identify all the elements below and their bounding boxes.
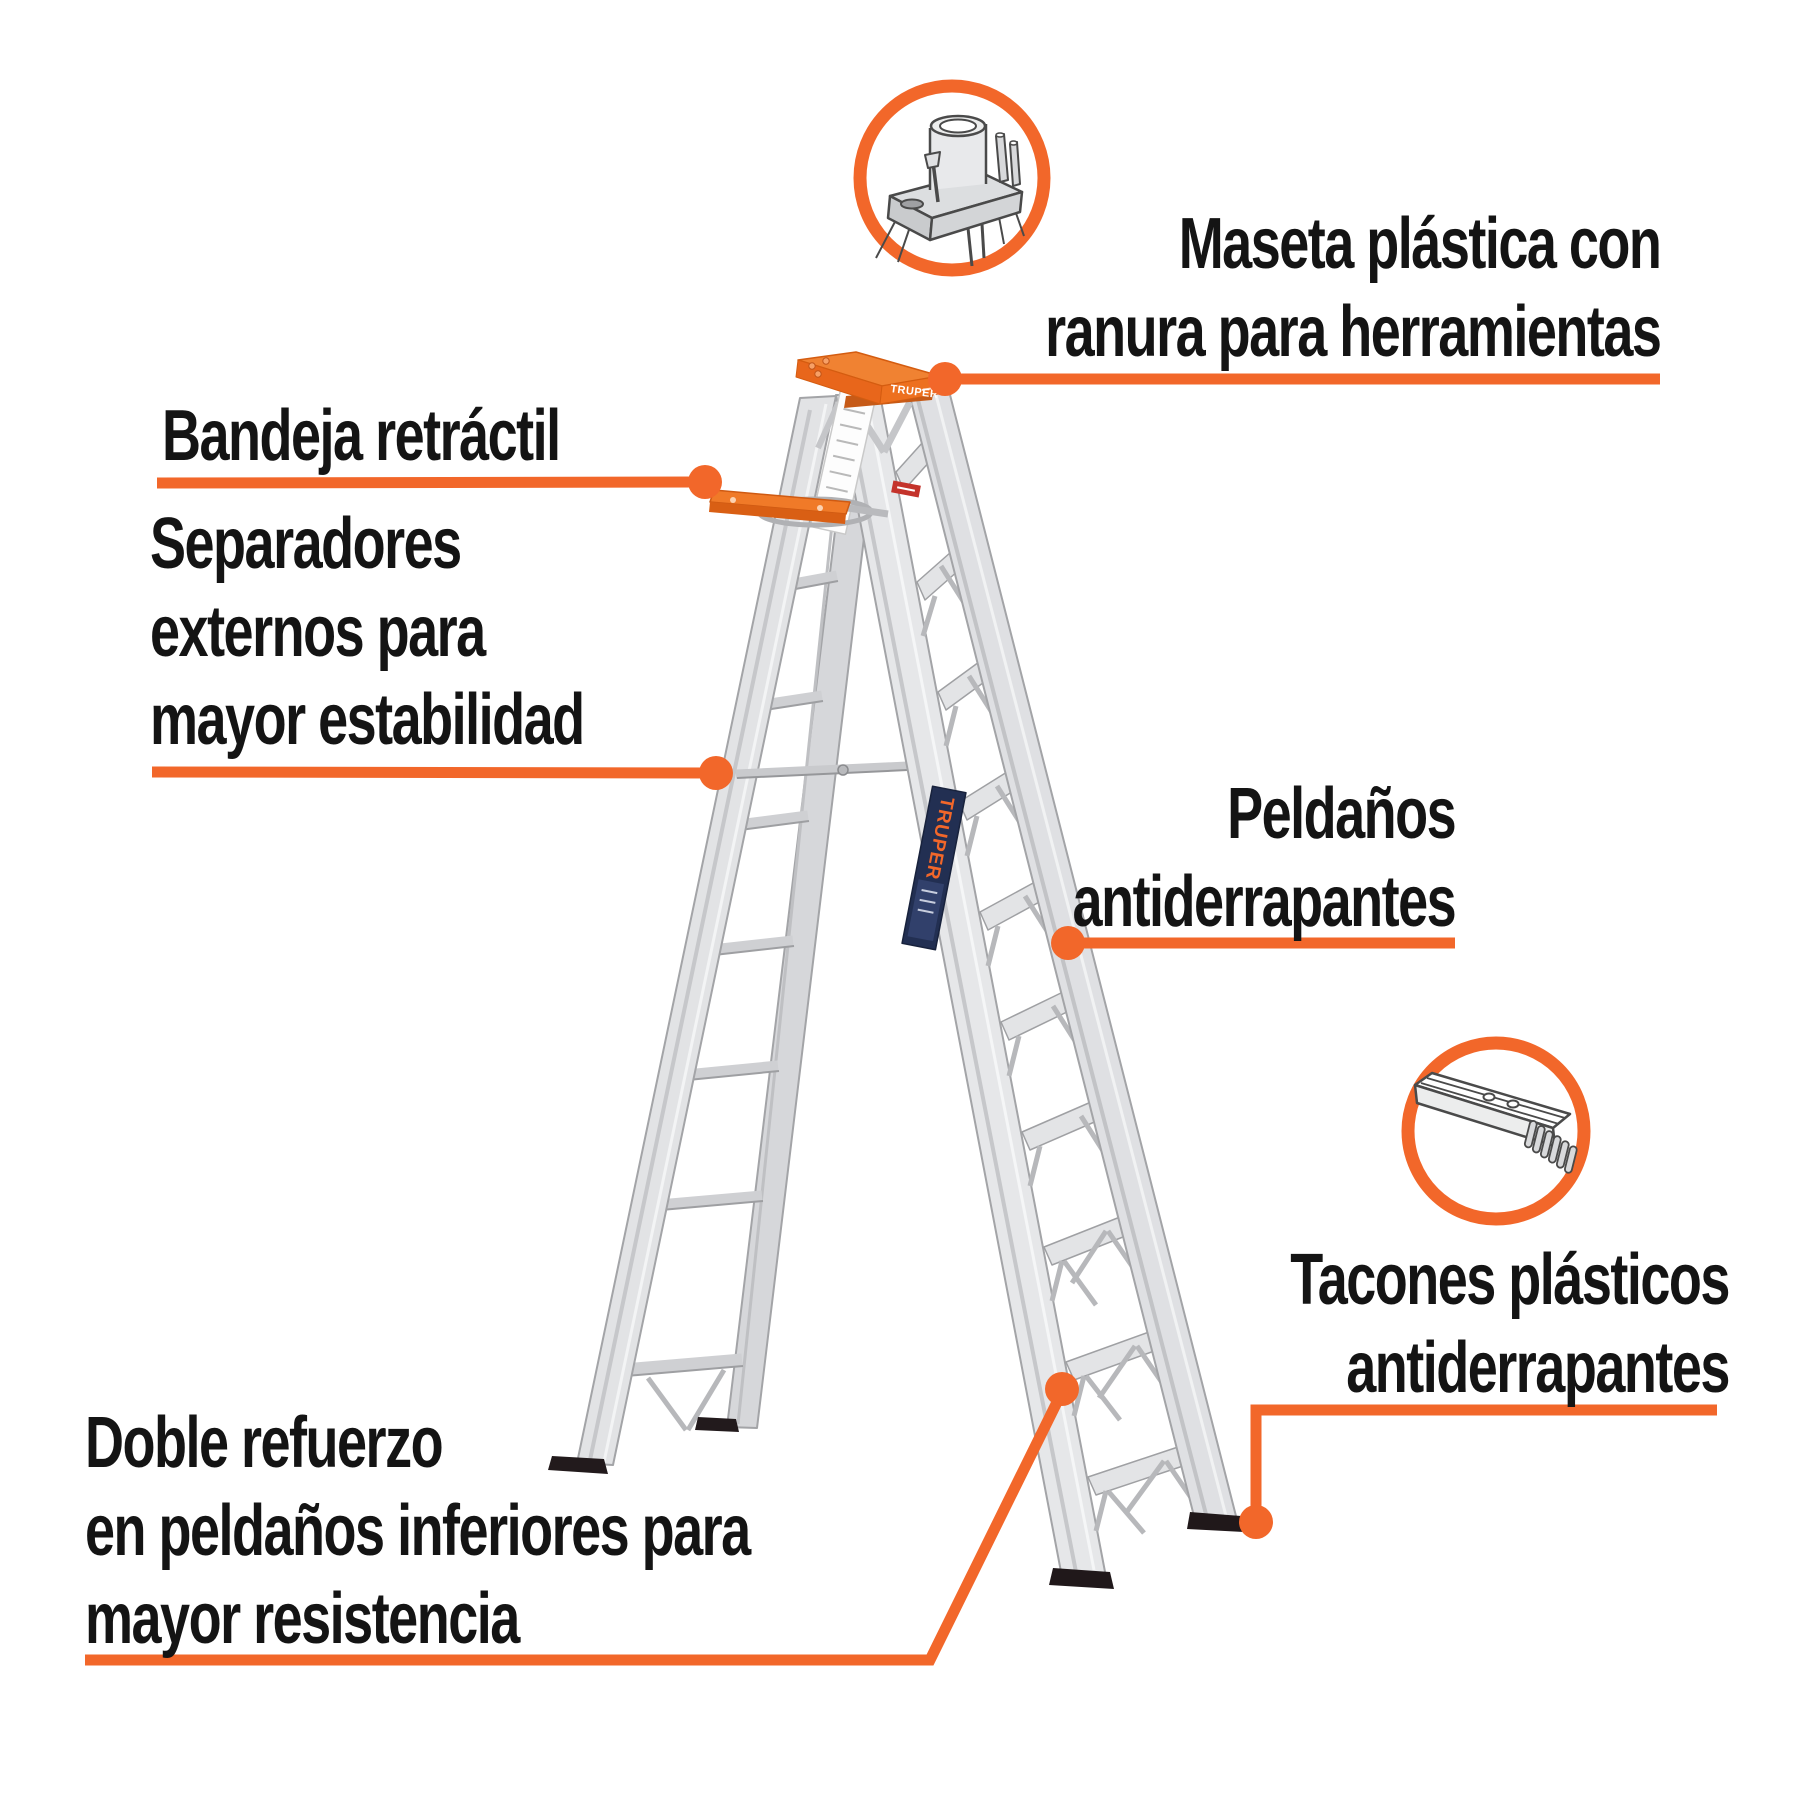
feature-label-doble-line3: mayor resistencia: [85, 1579, 520, 1659]
rear-near-foot: [548, 1456, 608, 1474]
rear-near-rail: [576, 395, 837, 1466]
callout-dot-tacones: [1239, 1505, 1273, 1539]
feature-label-bandeja: Bandeja retráctil: [162, 392, 561, 480]
feature-label-doble-line1: Doble refuerzo: [85, 1403, 444, 1483]
feature-label-peldanos: Peldaños antiderrapantes: [1072, 770, 1457, 946]
callout-dot-maseta: [928, 362, 962, 396]
reinforced-step: [1087, 1446, 1195, 1535]
feature-label-tacones: Tacones plásticos antiderrapantes: [1290, 1236, 1730, 1412]
callout-dot-peldanos: [1051, 926, 1085, 960]
maseta-tool-slots-icon: [853, 79, 1051, 277]
feature-label-separadores-line3: mayor estabilidad: [150, 680, 585, 760]
front-left-foot: [1049, 1568, 1114, 1589]
front-right-foot: [1187, 1512, 1244, 1532]
leader-line-bandeja: [156, 476, 701, 489]
cap-brand-text: TRUPER: [890, 383, 939, 401]
leader-line-tacones: [1250, 1404, 1717, 1518]
ladder-feet: [548, 1417, 1244, 1589]
feature-label-tacones-line2: antiderrapantes: [1346, 1328, 1730, 1408]
rear-far-foot: [695, 1417, 739, 1432]
leader-line-separadores: [151, 766, 713, 779]
red-sticker: [891, 480, 921, 498]
retractable-tray: [709, 489, 889, 528]
ladder-top-cap: TRUPER: [795, 351, 941, 408]
reinforced-step: [1065, 1331, 1166, 1422]
feature-label-separadores-line1: Separadores: [150, 504, 462, 584]
feature-label-separadores-line2: externos para: [150, 592, 486, 672]
callout-dot-doble-refuerzo: [1045, 1372, 1079, 1406]
rung-profile-icon: [1401, 1036, 1591, 1226]
feature-label-maseta: Maseta plástica con ranura para herramie…: [1044, 200, 1662, 376]
feature-label-peldanos-line2: antiderrapantes: [1072, 862, 1456, 942]
ladder-illustration: TRUPER: [548, 351, 1244, 1589]
callout-dot-bandeja: [688, 465, 722, 499]
feature-label-bandeja-line1: Bandeja retráctil: [162, 396, 561, 476]
rear-bottom-reinforced-brace: [623, 1353, 744, 1432]
feature-label-maseta-line1: Maseta plástica con: [1178, 204, 1661, 284]
feature-label-separadores: Separadores externos para mayor estabili…: [150, 500, 585, 764]
reinforced-step: [1043, 1216, 1137, 1307]
feature-label-maseta-line2: ranura para herramientas: [1044, 292, 1662, 372]
feature-label-tacones-line1: Tacones plásticos: [1290, 1240, 1730, 1320]
leader-line-doble-refuerzo: [85, 1389, 1067, 1666]
feature-label-doble-refuerzo: Doble refuerzo en peldaños inferiores pa…: [85, 1399, 751, 1663]
callout-dot-separadores: [699, 756, 733, 790]
feature-label-peldanos-line1: Peldaños: [1226, 774, 1457, 854]
feature-label-doble-line2: en peldaños inferiores para: [85, 1491, 751, 1571]
